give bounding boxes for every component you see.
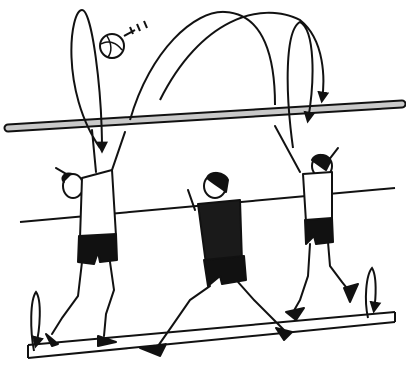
floor-trajectory-arrows bbox=[31, 268, 375, 351]
net-band bbox=[8, 104, 402, 128]
left-player bbox=[46, 130, 125, 346]
volleyball-icon bbox=[100, 21, 147, 58]
right-player bbox=[275, 126, 358, 320]
court-floor-lines bbox=[28, 312, 395, 358]
ball-trajectory-arcs bbox=[71, 10, 323, 150]
